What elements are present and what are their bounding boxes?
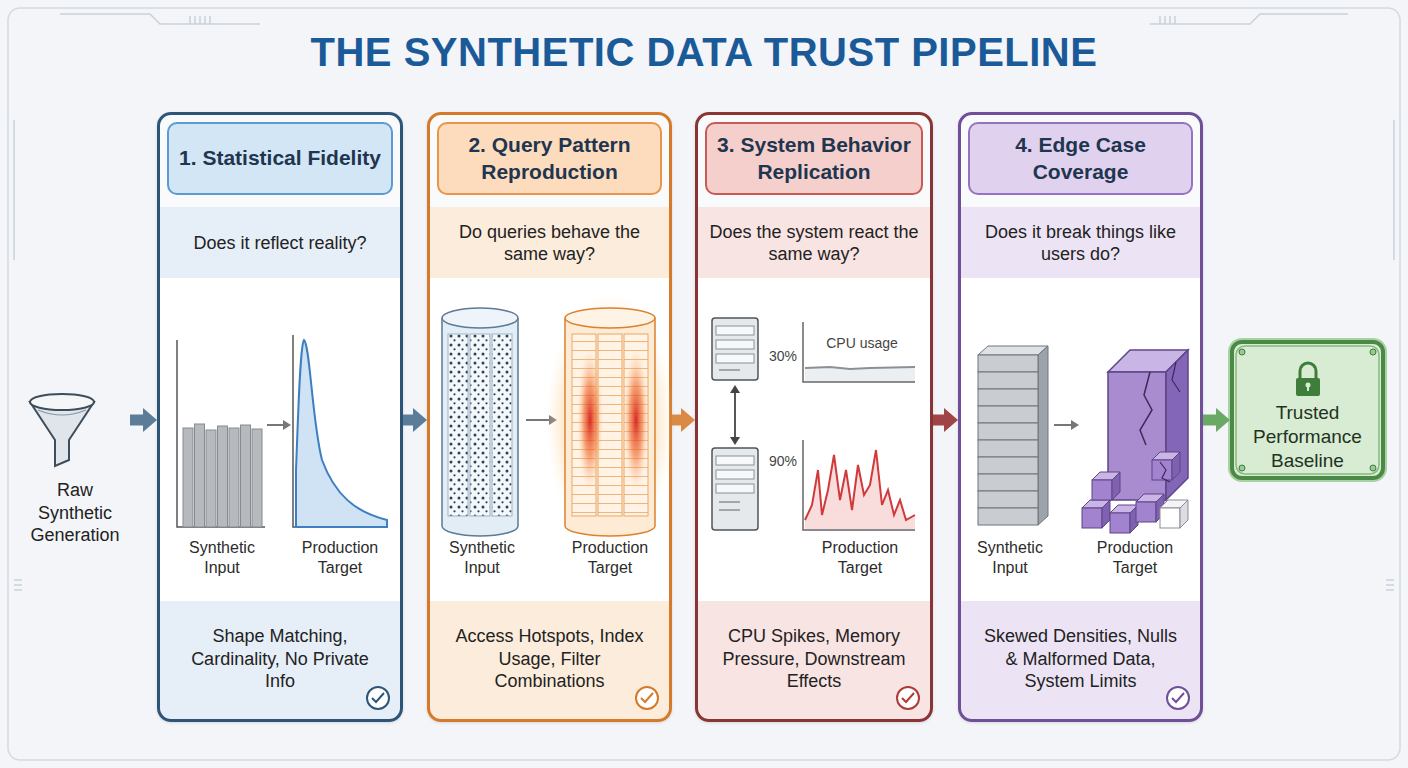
- arrow-head: [1216, 408, 1230, 432]
- stage-question: Does the system react the same way?: [708, 211, 920, 275]
- stage-panel: Does it reflect reality? Shape Matching, …: [157, 112, 403, 722]
- diagram-title: THE SYNTHETIC DATA TRUST PIPELINE: [0, 30, 1408, 75]
- background: [1386, 584, 1394, 586]
- stage-title: 1. Statistical Fidelity: [173, 124, 387, 193]
- background: [14, 579, 22, 581]
- chart-label: Production Target: [560, 538, 660, 578]
- chart-label: Production Target: [805, 538, 915, 578]
- flow-arrow: [672, 408, 695, 432]
- background: [1169, 16, 1171, 24]
- stage-header: 1. Statistical Fidelity: [167, 122, 393, 195]
- background: [14, 584, 22, 586]
- background: [204, 16, 206, 24]
- arrow-head: [944, 408, 958, 432]
- stage-criteria: Access Hotspots, Index Usage, Filter Com…: [440, 607, 659, 711]
- flow-arrow: [933, 408, 958, 432]
- background: [209, 16, 211, 24]
- background: [194, 16, 196, 24]
- background: [1174, 16, 1176, 24]
- arrow-shaft: [672, 415, 682, 426]
- stage-criteria: Shape Matching, Cardinality, No Private …: [170, 607, 390, 711]
- background: [1386, 579, 1394, 581]
- baseline-box: Trusted Performance Baseline: [1230, 340, 1385, 480]
- flow-arrow: [1203, 408, 1230, 432]
- chart-label: CPU usage: [817, 335, 907, 353]
- background: [8, 8, 1400, 760]
- background: [189, 16, 191, 24]
- stage-header: 3. System Behavior Replication: [705, 122, 923, 195]
- chart-label: Synthetic Input: [960, 538, 1060, 578]
- flow-arrow: [403, 408, 427, 432]
- background: [14, 589, 22, 591]
- funnel-icon: [38, 410, 86, 415]
- stage-question: Do queries behave the same way?: [440, 211, 659, 275]
- background: [1393, 120, 1395, 260]
- node-text: Raw Synthetic Generation: [20, 481, 130, 545]
- stage-title: 3. System Behavior Replication: [711, 124, 917, 193]
- stage-panel: Do queries behave the same way? Access Ho…: [427, 112, 672, 722]
- stage-question: Does it break things like users do?: [971, 211, 1190, 275]
- stage-panel: Does it break things like users do? Skewe…: [958, 112, 1203, 722]
- arrow-head: [413, 408, 427, 432]
- chart-label: Synthetic Input: [172, 538, 272, 578]
- background: [1386, 589, 1394, 591]
- background: [1150, 14, 1348, 24]
- stage-question: Does it reflect reality?: [170, 211, 390, 275]
- chart-label: Production Target: [1080, 538, 1190, 578]
- stage-header: 4. Edge Case Coverage: [968, 122, 1193, 195]
- stage-panel: Does the system react the same way? CPU S…: [695, 112, 933, 722]
- arrow-head: [143, 408, 157, 432]
- node-text: Trusted Performance Baseline: [1238, 402, 1377, 472]
- stage-criteria: Skewed Densities, Nulls & Malformed Data…: [971, 607, 1190, 711]
- chart-label: Synthetic Input: [432, 538, 532, 578]
- background: [1159, 16, 1161, 24]
- arrow-shaft: [1203, 415, 1217, 426]
- chart-label: Production Target: [290, 538, 390, 578]
- background: [60, 14, 260, 24]
- arrow-shaft: [933, 415, 945, 426]
- arrow-shaft: [403, 415, 414, 426]
- chart-label: 30%: [763, 348, 803, 366]
- funnel-icon: [30, 402, 94, 466]
- stage-title: 4. Edge Case Coverage: [974, 124, 1187, 193]
- arrow-head: [681, 408, 695, 432]
- stage-header: 2. Query Pattern Reproduction: [437, 122, 662, 195]
- flow-arrow: [130, 408, 157, 432]
- background: [199, 16, 201, 24]
- funnel-icon: [30, 394, 94, 466]
- funnel-icon: [30, 394, 94, 410]
- arrow-shaft: [130, 415, 144, 426]
- source-node: Raw Synthetic Generation: [20, 385, 130, 545]
- chart-label: 90%: [763, 453, 803, 471]
- stage-criteria: CPU Spikes, Memory Pressure, Downstream …: [708, 607, 920, 711]
- background: [1164, 16, 1166, 24]
- stage-title: 2. Query Pattern Reproduction: [443, 124, 656, 193]
- background: [13, 120, 15, 260]
